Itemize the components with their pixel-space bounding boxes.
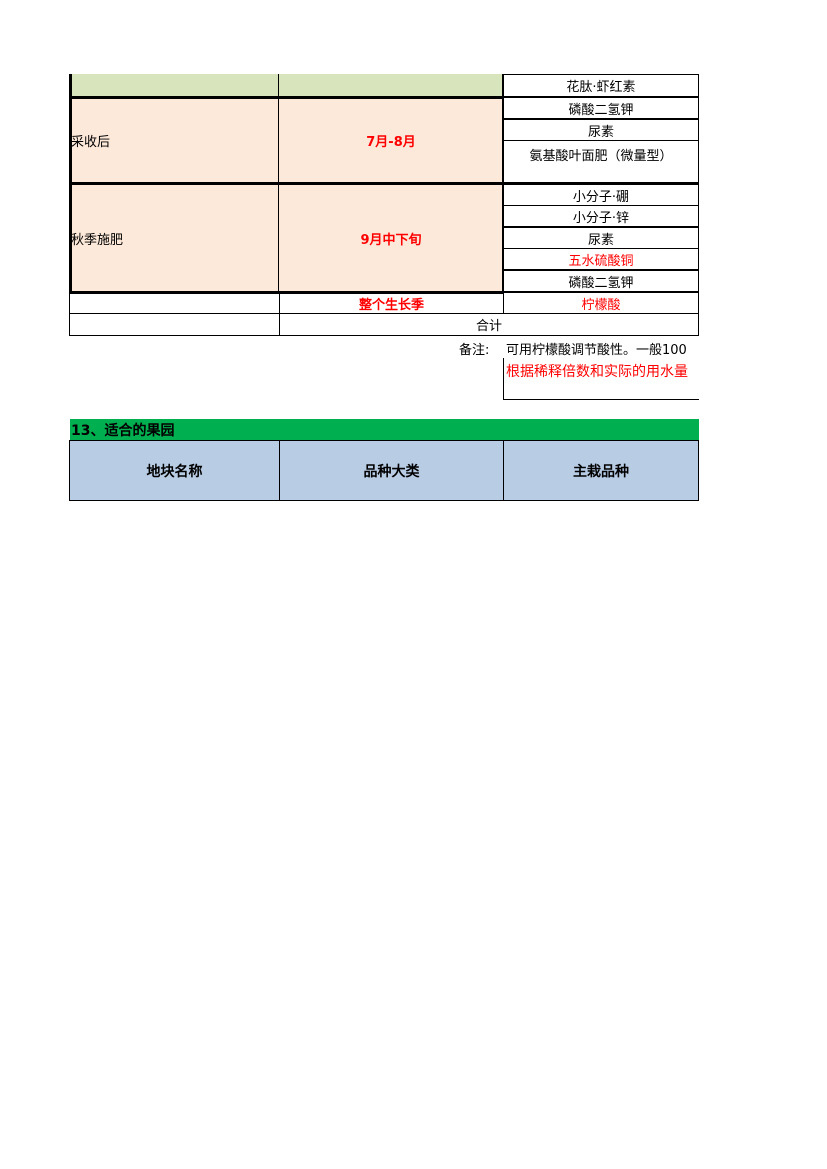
group-border — [69, 291, 503, 294]
item-label: 尿素 — [587, 232, 614, 248]
note-text-span: 可用柠檬酸调节酸性。一般100 — [506, 342, 687, 358]
section-title: 13、适合的果园 — [71, 423, 175, 439]
section-title-bar: 13、适合的果园 — [70, 419, 699, 441]
item-cell: 小分子·锌 — [503, 205, 699, 227]
item-cell: 尿素 — [503, 227, 699, 249]
period-cell-autumn: 9月中下旬 — [279, 184, 503, 292]
note-label-text: 备注: — [459, 342, 490, 358]
header-label: 主栽品种 — [573, 463, 629, 480]
stage-label: 采收后 — [71, 135, 111, 150]
group-border — [503, 182, 699, 184]
note-box: 根据稀释倍数和实际的用水量 — [503, 358, 699, 400]
note-box-text: 根据稀释倍数和实际的用水量 — [506, 364, 688, 380]
column-header-main-variety: 主栽品种 — [503, 440, 699, 501]
item-label: 小分子·硼 — [572, 189, 630, 205]
header-label: 地块名称 — [146, 463, 203, 480]
group-border — [503, 96, 699, 98]
period-label: 7月-8月 — [366, 135, 416, 150]
group-border — [69, 96, 503, 99]
item-label: 氨基酸叶面肥（微量型） — [529, 149, 673, 164]
total-blank-cell — [69, 313, 280, 336]
total-label: 合计 — [475, 319, 502, 334]
item-cell: 磷酸二氢钾 — [503, 97, 699, 119]
item-cell: 氨基酸叶面肥（微量型） — [503, 140, 699, 184]
item-label: 柠檬酸 — [581, 297, 621, 313]
column-header-plot-name: 地块名称 — [69, 440, 280, 501]
group-border — [503, 291, 699, 293]
total-cell: 合计 — [279, 313, 699, 336]
item-label: 磷酸二氢钾 — [568, 102, 634, 118]
item-label: 尿素 — [587, 124, 614, 140]
item-cell: 磷酸二氢钾 — [503, 270, 699, 292]
top-stage-cell — [70, 74, 279, 97]
item-cell: 五水硫酸铜 — [503, 248, 699, 270]
item-label: 五水硫酸铜 — [568, 253, 634, 269]
item-label: 花肽·虾红素 — [566, 80, 636, 95]
column-header-variety-class: 品种大类 — [279, 440, 504, 501]
item-cell: 尿素 — [503, 119, 699, 141]
item-label: 小分子·锌 — [572, 210, 630, 226]
period-cell-harvest: 7月-8月 — [279, 97, 503, 184]
header-label: 品种大类 — [363, 463, 420, 480]
group-border — [69, 182, 503, 185]
stage-cell-harvest: 采收后 — [70, 97, 279, 184]
season-period-cell: 整个生长季 — [279, 292, 504, 314]
period-label: 9月中下旬 — [360, 232, 422, 248]
item-cell: 柠檬酸 — [503, 292, 699, 314]
note-label: 备注: — [459, 338, 489, 358]
item-cell: 小分子·硼 — [503, 184, 699, 206]
item-cell: 花肽·虾红素 — [503, 74, 699, 97]
stage-cell-autumn: 秋季施肥 — [70, 184, 279, 292]
period-label: 整个生长季 — [358, 297, 424, 313]
top-period-cell — [279, 74, 503, 97]
group-border — [502, 74, 504, 294]
item-label: 磷酸二氢钾 — [568, 275, 634, 291]
stage-label: 秋季施肥 — [71, 232, 124, 248]
note-text: 可用柠檬酸调节酸性。一般100 — [506, 338, 699, 358]
season-stage-cell — [69, 292, 280, 314]
